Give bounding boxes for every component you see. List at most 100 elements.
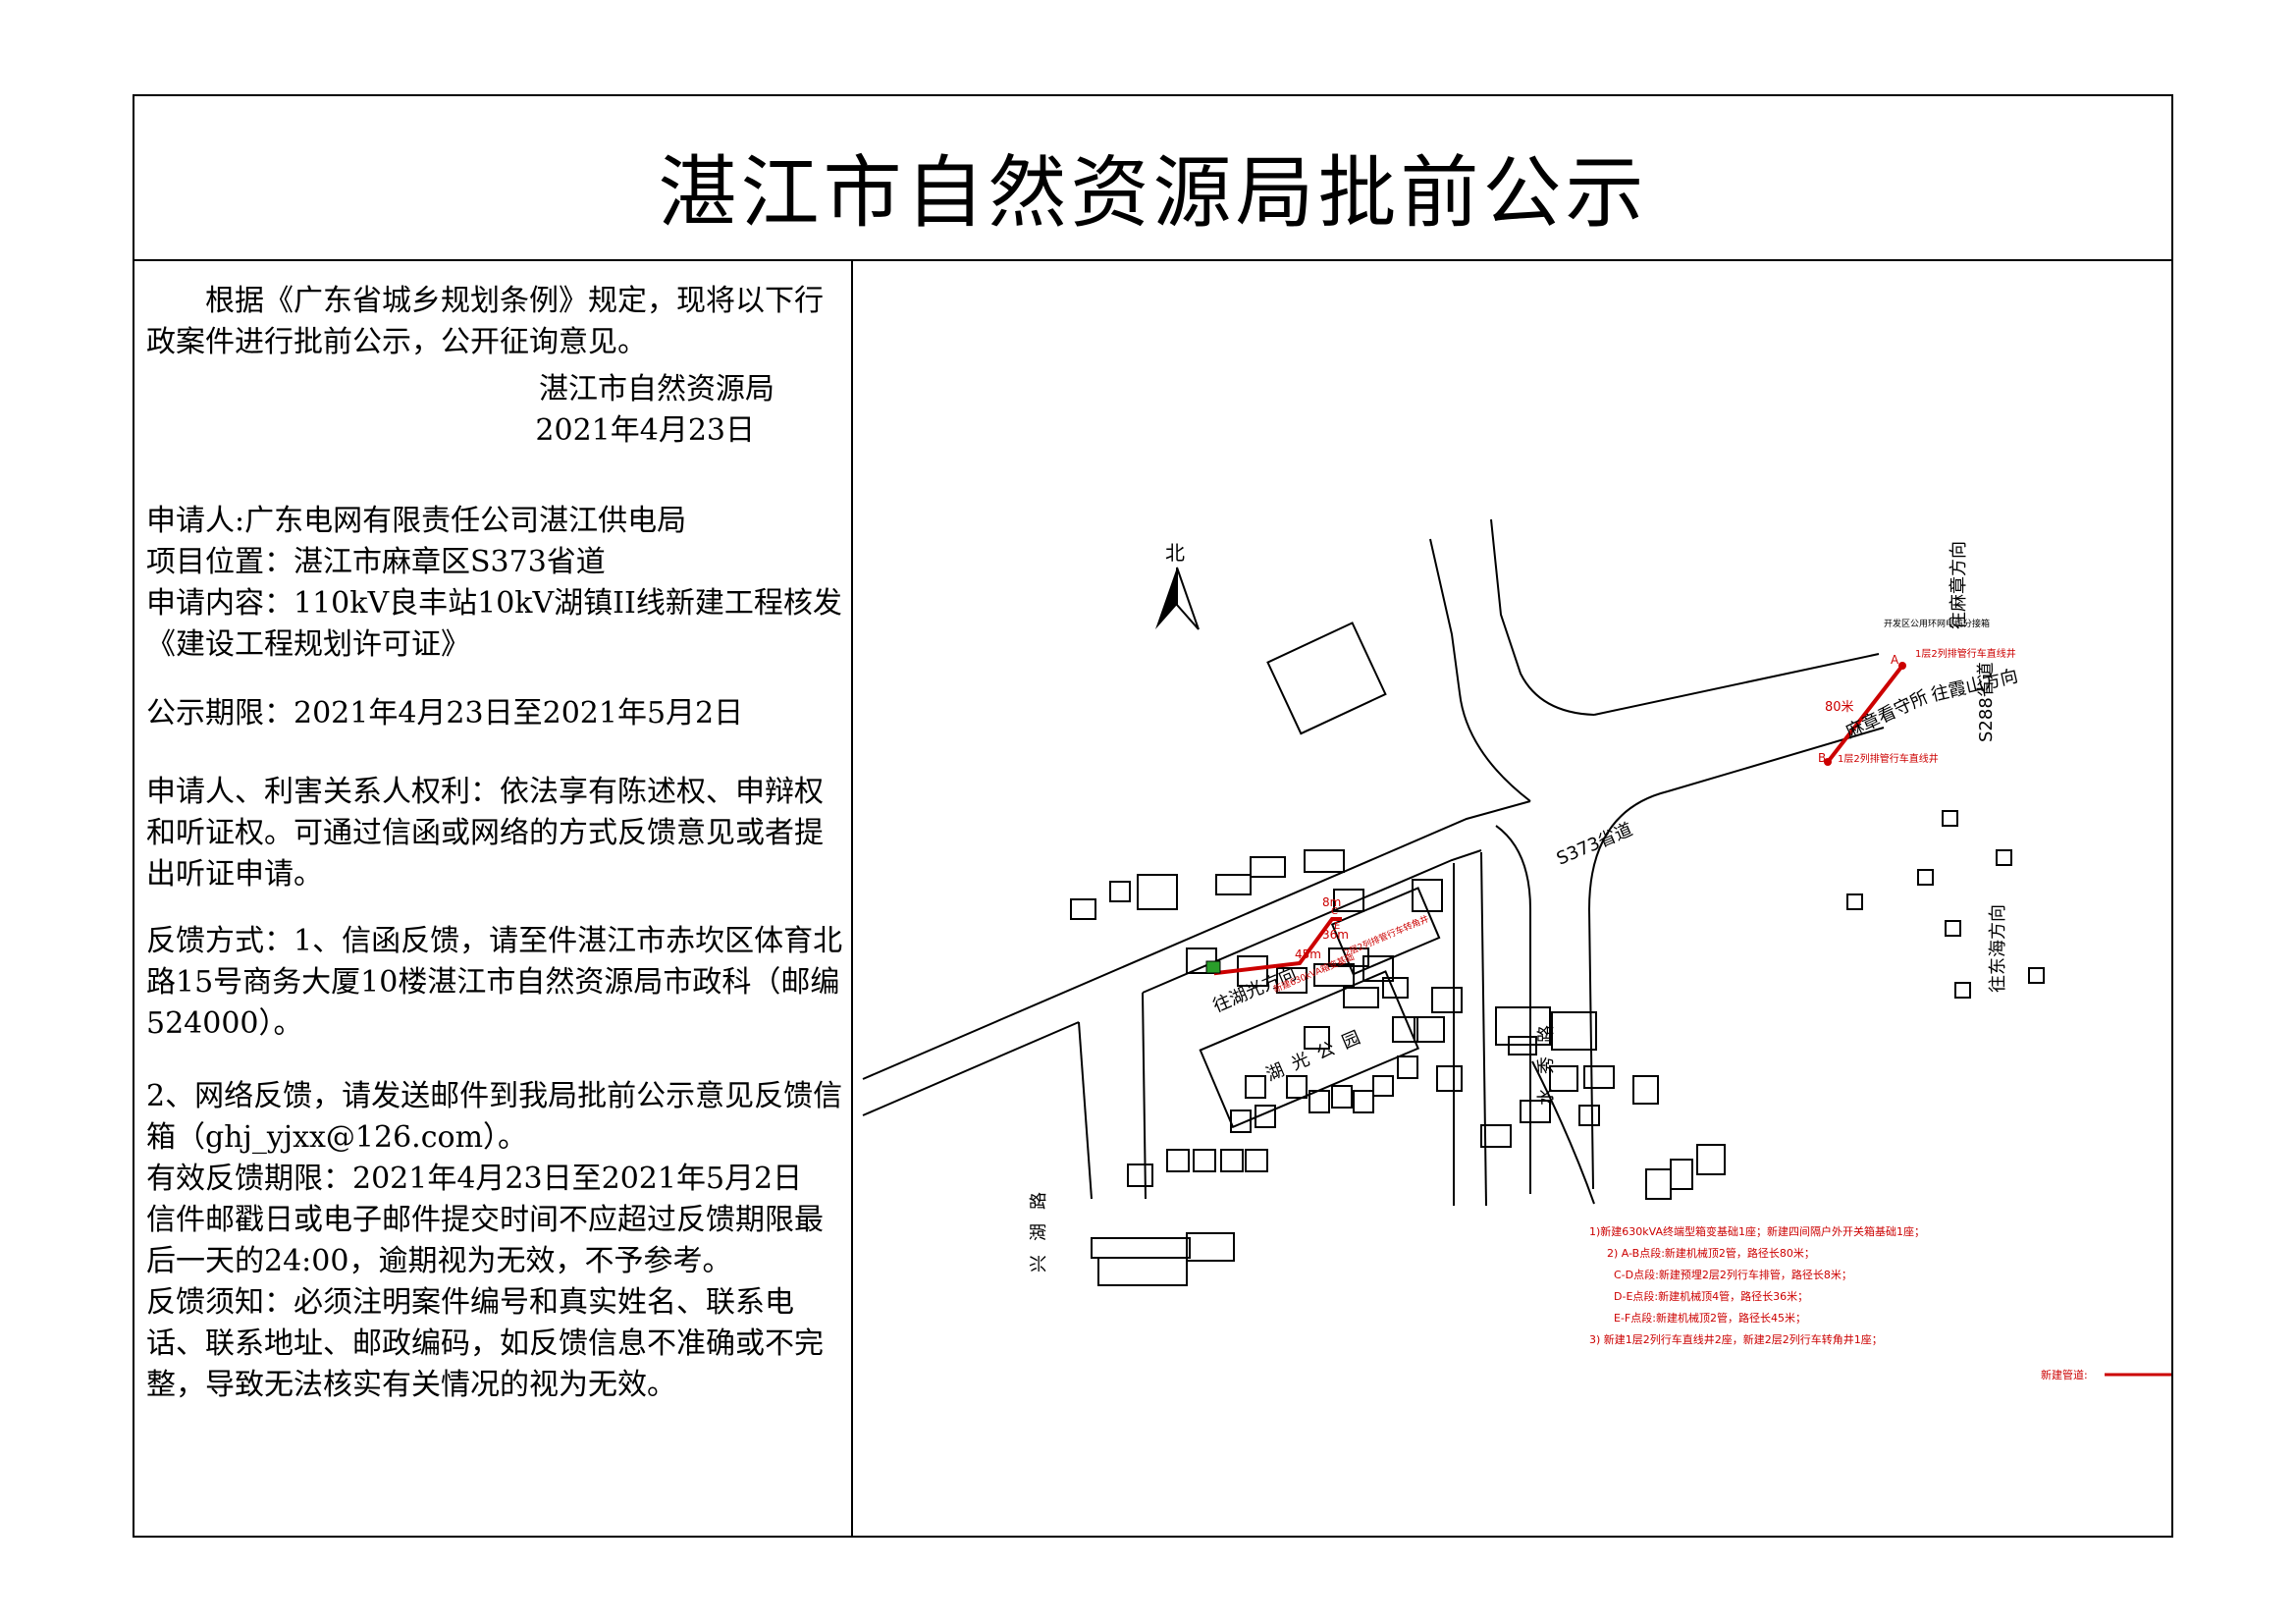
block [1313, 963, 1355, 987]
block [1583, 1065, 1615, 1089]
block [1397, 1056, 1418, 1079]
block [1070, 898, 1096, 920]
issue-date: 2021年4月23日 [535, 413, 755, 448]
buildings [1070, 622, 2045, 1286]
legend-item: 1)新建630kVA终端型箱变基础1座；新建四间隔户外开关箱基础1座； [1589, 1224, 1925, 1238]
legend-item: D-E点段:新建机械顶4管，路径长36米； [1614, 1289, 1808, 1303]
block [1343, 987, 1379, 1008]
applicant: 申请人:广东电网有限责任公司湛江供电局 [146, 504, 687, 538]
label-well-b: 1层2列排管行车直线井 [1838, 752, 1939, 765]
site-map: 北 往麻章方向 S288省道 往霞山方向 往东海方向 S373省道 往湖光方向 … [853, 261, 2171, 1538]
new-pipelines [1214, 664, 1904, 976]
block [1245, 1149, 1268, 1172]
block [1245, 1075, 1266, 1099]
block [1255, 1105, 1276, 1128]
legend: 1)新建630kVA终端型箱变基础1座；新建四间隔户外开关箱基础1座； 2) A… [1589, 1224, 2088, 1381]
block [1942, 810, 1958, 827]
block [1250, 856, 1286, 878]
point-a-marker [1898, 662, 1906, 670]
north-label: 北 [1165, 541, 1185, 565]
label-park: 湖光公园 [1263, 1024, 1372, 1086]
label-s288: S288省道 [1976, 662, 1997, 742]
label-well-e: 2层2列排管行车转角井 [1342, 913, 1430, 959]
label-dist-cd: 8m [1322, 895, 1341, 909]
legend-item: 2) A-B点段:新建机械顶2管，路径长80米； [1607, 1246, 1815, 1260]
block [1549, 1065, 1578, 1092]
feedback-mail: 反馈方式：1、信函反馈，请至件湛江市赤坎区体育北路15号商务大厦10楼湛江市自然… [146, 924, 843, 1041]
block [1945, 920, 1961, 937]
postmark-rule: 信件邮戳日或电子邮件提交时间不应超过反馈期限最后一天的24:00，逾期视为无效，… [146, 1203, 824, 1278]
block [1392, 1016, 1418, 1043]
block [1520, 1100, 1551, 1123]
block [1109, 881, 1131, 902]
north-arrow: 北 [1155, 541, 1200, 630]
legend-line-label: 新建管道: [2041, 1368, 2088, 1381]
block [1996, 849, 2012, 866]
label-point-a: A [1891, 653, 1899, 667]
block [1480, 1124, 1512, 1148]
block [1230, 1110, 1252, 1133]
block [1414, 1016, 1445, 1043]
block [1382, 977, 1409, 999]
label-point-b: B [1818, 751, 1826, 765]
label-well-a: 1层2列排管行车直线井 [1915, 647, 2016, 660]
notice-frame: 湛江市自然资源局批前公示 根据《广东省城乡规划条例》规定，现将以下行政案件进行批… [133, 94, 2173, 1538]
block [1645, 1168, 1672, 1200]
transformer-marker [1205, 960, 1221, 974]
notice-text-column: 根据《广东省城乡规划条例》规定，现将以下行政案件进行批前公示，公开征询意见。 湛… [134, 261, 853, 1538]
block [1137, 874, 1178, 910]
label-to-xiashan: 往霞山方向 [1929, 666, 2019, 706]
block [1304, 849, 1345, 873]
label-dist-ab: 80米 [1825, 700, 1854, 715]
block [2028, 967, 2045, 984]
application-content: 申请内容：110kV良丰站10kV湖镇II线新建工程核发《建设工程规划许可证》 [146, 586, 842, 662]
block [1220, 1149, 1244, 1172]
legend-item: E-F点段:新建机械顶2管，路径长45米； [1614, 1311, 1806, 1325]
block [1276, 967, 1308, 994]
park-block [1199, 970, 1420, 1129]
label-xinghu: 兴湖路 [1029, 1178, 1049, 1272]
pipe-points [1824, 662, 1906, 766]
block [1431, 987, 1463, 1013]
block [1286, 1075, 1308, 1099]
block [1508, 1036, 1537, 1056]
feedback-notice: 反馈须知：必须注明案件编号和真实姓名、联系电话、联系地址、邮政编码，如反馈信息不… [146, 1285, 824, 1402]
block [1846, 893, 1863, 910]
block [1632, 1075, 1659, 1105]
block [1412, 879, 1443, 912]
legend-item: 3) 新建1层2列行车直线井2座，新建2层2列行车转角井1座； [1589, 1332, 1883, 1346]
block [1954, 982, 1971, 999]
label-to-mazhang: 往麻章方向 [1949, 541, 1969, 629]
block [1372, 1075, 1394, 1097]
block [1333, 889, 1364, 912]
block [1362, 955, 1394, 982]
block [1304, 1026, 1330, 1050]
block [1551, 1011, 1597, 1051]
block [1436, 1065, 1463, 1092]
issuer: 湛江市自然资源局 [539, 372, 774, 406]
project-location: 项目位置：湛江市麻章区S373省道 [146, 545, 606, 579]
block [1328, 947, 1369, 967]
block [1097, 1257, 1188, 1286]
valid-feedback-period: 有效反馈期限：2021年4月23日至2021年5月2日 [146, 1162, 803, 1196]
block [1186, 1232, 1235, 1262]
label-point-e: E [1334, 921, 1340, 932]
label-to-donghai: 往东海方向 [1988, 904, 2008, 993]
label-switch-box: 开发区公用环网电缆分接箱 [1884, 618, 1990, 629]
block [1331, 1085, 1353, 1109]
feedback-network: 2、网络反馈，请发送邮件到我局批前公示意见反馈信箱（ghj_yjxx@126.c… [146, 1079, 843, 1155]
block [1670, 1159, 1693, 1190]
block [1353, 1090, 1374, 1113]
site-map-drawing: 北 往麻章方向 S288省道 往霞山方向 往东海方向 S373省道 往湖光方向 … [862, 518, 2171, 1381]
label-dist-ef: 45m [1295, 947, 1321, 961]
rights-text: 申请人、利害关系人权利：依法享有陈述权、申辩权和听证权。可通过信函或网络的方式反… [146, 775, 824, 892]
block [1193, 1149, 1216, 1172]
block [1215, 874, 1252, 895]
point-b-marker [1824, 758, 1832, 766]
label-dist-de: 36m [1322, 928, 1349, 942]
detention-center-building [1266, 622, 1387, 735]
block [1127, 1164, 1153, 1187]
block [1917, 869, 1934, 886]
pipeline-ab [1826, 664, 1904, 764]
intro-text: 根据《广东省城乡规划条例》规定，现将以下行政案件进行批前公示，公开征询意见。 [146, 284, 824, 359]
